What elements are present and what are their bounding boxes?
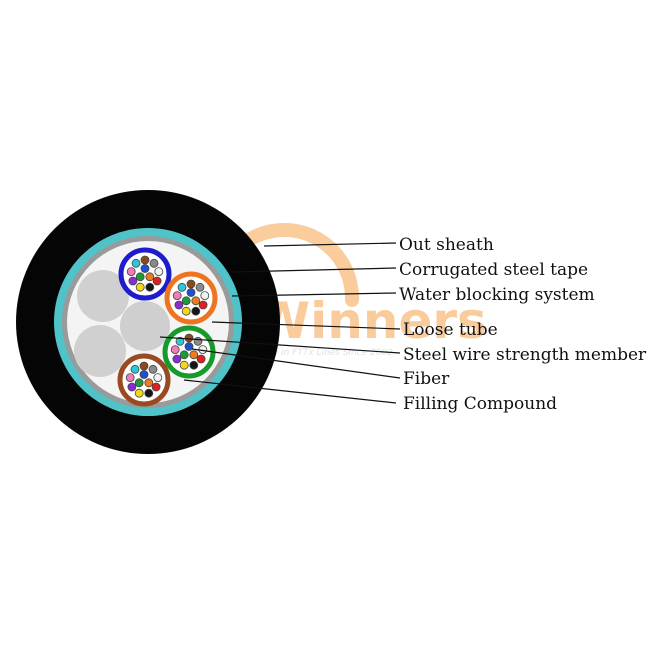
fiber (196, 354, 206, 364)
fiber (189, 360, 199, 370)
fiber (131, 258, 141, 268)
loose-tube (117, 353, 171, 407)
fiber (186, 288, 196, 297)
leader-line-out-sheath (263, 242, 397, 247)
fiber (128, 276, 138, 286)
fiber (145, 272, 155, 282)
steel-wire-strength-member (120, 301, 170, 351)
fiber (154, 267, 164, 277)
fiber (140, 264, 150, 273)
fiber (152, 276, 162, 286)
fiber (135, 272, 145, 282)
loose-tube (162, 325, 216, 379)
watermark-tagline: Expertise in FTTx Lines Since 2002 (236, 348, 393, 358)
fiber (145, 282, 155, 292)
fiber (189, 350, 199, 360)
fiber (144, 378, 154, 388)
fiber (191, 306, 201, 316)
fiber (179, 350, 189, 360)
label-filling-compound: Filling Compound (403, 394, 557, 414)
fiber (184, 342, 194, 351)
loose-tube (118, 247, 172, 301)
leader-lines (159, 242, 401, 404)
fiber (174, 300, 184, 310)
leader-line-steel-wire-strength-member (159, 336, 401, 354)
watermark-brand: Winners (255, 292, 487, 350)
leader-line-loose-tube (211, 321, 401, 330)
filler-rod (77, 270, 129, 322)
leader-line-fiber (191, 348, 401, 379)
leader-line-corrugated-steel-tape (231, 267, 397, 273)
fiber (195, 282, 205, 292)
label-water-blocking-system: Water blocking system (399, 285, 595, 305)
fiber (134, 388, 144, 398)
fiber (151, 382, 161, 392)
fiber (127, 382, 137, 392)
filler-rod (74, 325, 126, 377)
fiber (172, 291, 182, 301)
fiber (139, 370, 149, 379)
fiber (181, 306, 191, 316)
fiber (191, 296, 201, 306)
fiber (179, 360, 189, 370)
label-out-sheath: Out sheath (399, 235, 494, 255)
label-steel-wire-strength-member: Steel wire strength member (403, 345, 647, 365)
fiber (193, 336, 203, 346)
fiber (177, 282, 187, 292)
fiber (184, 333, 194, 343)
label-loose-tube: Loose tube (403, 320, 498, 340)
fiber (148, 364, 158, 374)
fiber (170, 345, 180, 355)
leader-line-filling-compound (183, 379, 397, 404)
fiber (139, 361, 149, 371)
fiber (130, 364, 140, 374)
fiber (186, 279, 196, 289)
winners-watermark-logo: Winners Expertise in FTTx Lines Since 20… (209, 222, 487, 358)
fiber (125, 373, 135, 383)
fiber (153, 373, 163, 383)
fiber (134, 378, 144, 388)
fiber (149, 258, 159, 268)
label-fiber: Fiber (403, 369, 450, 389)
fiber (144, 388, 154, 398)
fiber (135, 282, 145, 292)
fiber (140, 255, 150, 265)
fiber (175, 336, 185, 346)
loose-tube (164, 271, 218, 325)
fiber (126, 267, 136, 277)
label-corrugated-steel-tape: Corrugated steel tape (399, 260, 588, 280)
fiber (172, 354, 182, 364)
leader-line-water-blocking-system (231, 292, 397, 297)
fiber (181, 296, 191, 306)
fiber (200, 291, 210, 301)
fiber (198, 300, 208, 310)
